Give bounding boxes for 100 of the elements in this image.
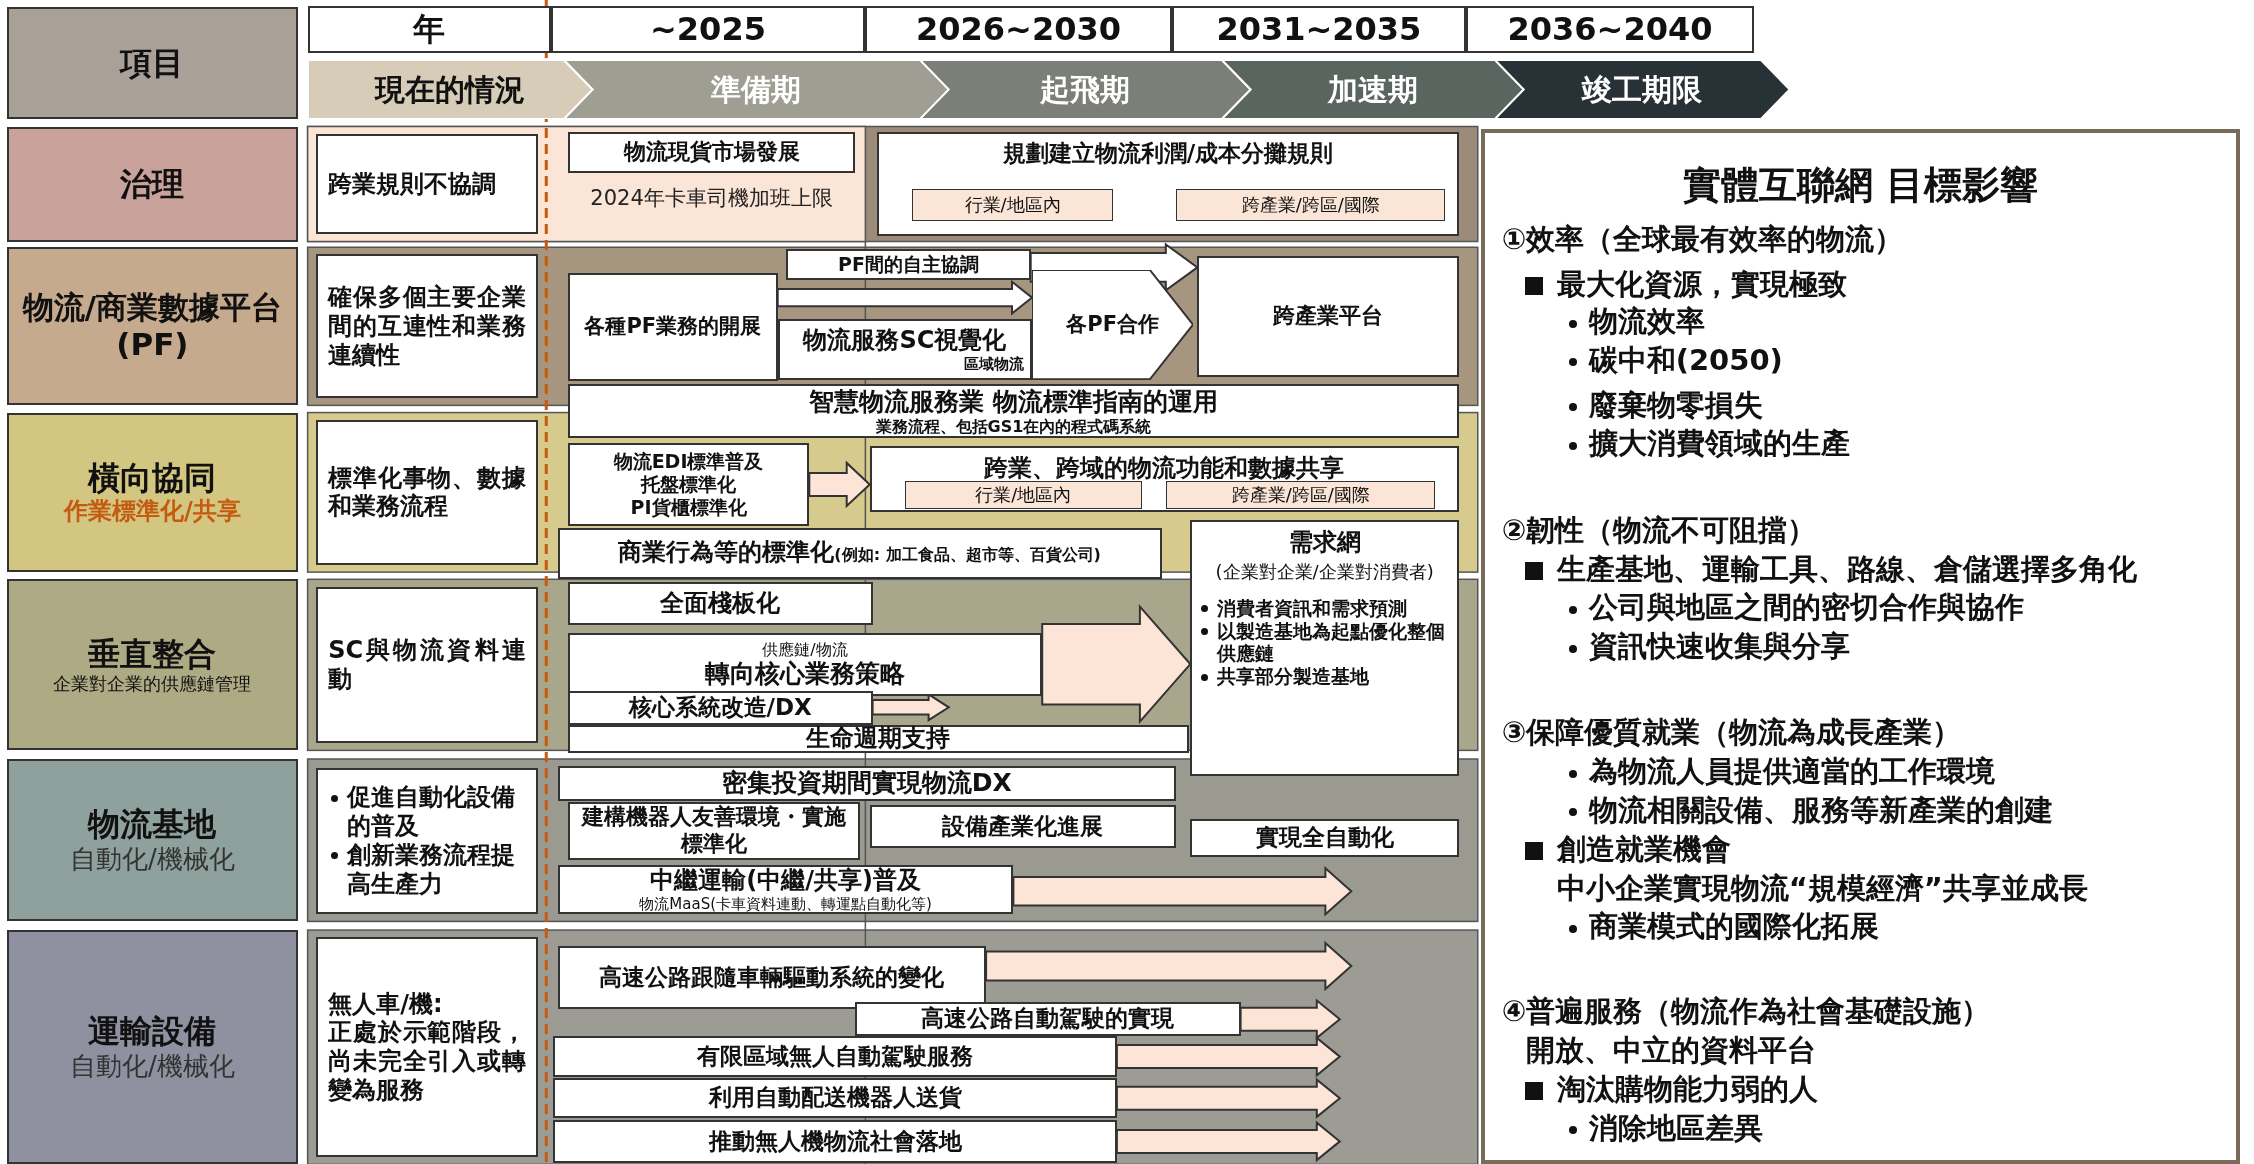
scope-tag: 跨產業/跨區/國際: [1166, 480, 1436, 510]
milestone-box: 實現全自動化: [1190, 819, 1460, 857]
milestone-box: 各種PF業務的開展: [567, 273, 778, 381]
status-box: 跨業規則不協調: [316, 133, 538, 235]
phase-banner: 起飛期: [920, 60, 1251, 120]
milestone-box: 利用自動配送機器人送貨: [553, 1078, 1117, 1119]
row-header: 項目: [7, 7, 298, 120]
bullet-item: 消除地區差異: [1588, 1110, 1763, 1146]
milestone-box: 生命週期支持: [567, 724, 1189, 754]
milestone-box: 全面棧板化: [567, 582, 873, 626]
box-text: 正處於示範階段，尚未完全引入或轉變為服務: [328, 1018, 526, 1105]
milestone-box: 跨產業平台: [1197, 255, 1460, 377]
bullet-item: 創新業務流程提高生產力: [347, 840, 517, 899]
block-arrow: [1115, 1077, 1342, 1119]
milestone-box: [1190, 520, 1460, 777]
block-arrow: [985, 940, 1353, 992]
list-item: 生產基地、運輸工具、路線、倉儲選擇多角化: [1556, 551, 2137, 587]
milestone-box: 密集投資期間實現物流DX: [557, 766, 1176, 801]
year-cell: 年: [307, 5, 551, 54]
box-note: (企業對企業/企業對消費者): [1215, 561, 1434, 583]
box-note: 物流MaaS(卡車資料連動、轉運點自動化等): [639, 895, 932, 914]
goal-heading: ④普遍服務（物流作為社會基礎設施）: [1501, 994, 1991, 1030]
milestone-box: [567, 632, 1043, 696]
milestone-box: 建構機器人友善環境・實施標準化: [567, 802, 860, 860]
milestone-box: 有限區域無人自動駕駛服務: [553, 1036, 1117, 1077]
row-title: 運輸設備: [88, 1012, 217, 1051]
bullet-item: 物流相關設備、服務等新產業的創建: [1588, 793, 2053, 828]
phase-banner: 現在的情況: [307, 60, 593, 120]
milestone-box: [567, 442, 810, 527]
box-text: 無人車/機:: [328, 989, 444, 1019]
bullet-item: 以製造基地為起點優化整個供應鏈: [1217, 619, 1447, 666]
block-arrow: [808, 460, 872, 509]
status-box: 確保多個主要企業間的互連性和業務連續性: [316, 254, 538, 399]
year-cell: 2026~2030: [865, 5, 1172, 54]
scope-tag: 行業/地區內: [904, 480, 1142, 510]
milestone-box: 推動無人機物流社會落地: [553, 1119, 1117, 1163]
milestone-box: 核心系統改造/DX: [567, 691, 873, 725]
milestone-box: 規劃建立物流利潤/成本分攤規則 行業/地區內 跨產業/跨區/國際: [876, 132, 1460, 236]
note-text: 2024年卡車司機加班上限: [589, 185, 834, 212]
text-line: 開放、中立的資料平台: [1525, 1033, 1816, 1068]
bullet-item: 碳中和(2050): [1588, 343, 1783, 378]
row-header: [7, 579, 298, 751]
status-box: SC與物流資料連動: [316, 586, 538, 744]
row-subtitle: 自動化/機械化: [70, 1050, 235, 1082]
year-cell: ~2025: [550, 5, 866, 54]
row-subtitle: 企業對企業的供應鏈管理: [53, 673, 252, 695]
scope-tag: 行業/地區內: [911, 188, 1114, 221]
year-cell: 2036~2040: [1466, 5, 1754, 54]
row-header: [7, 759, 298, 922]
milestone-box: PF間的自主協調: [786, 248, 1031, 281]
milestone-box: 高速公路自動駕駛的實現: [855, 1001, 1241, 1037]
box-title: 中繼運輸(中繼/共享)普及: [650, 866, 921, 896]
row-subtitle: 作業標準化/共享: [64, 497, 241, 526]
row-header: [7, 412, 298, 573]
year-cell: 2031~2035: [1171, 5, 1467, 54]
box-text: PI貨櫃標準化: [630, 495, 747, 519]
list-item: 最大化資源，實現極致: [1556, 266, 1847, 302]
goal-heading: ②韌性（物流不可阻擋）: [1501, 512, 1817, 548]
phase-banner: 竣工期限: [1495, 60, 1790, 120]
block-arrow: [1115, 1035, 1342, 1078]
box-note: 業務流程、包括GS1在內的程式碼系統: [875, 416, 1152, 436]
box-title: 供應鏈/物流: [762, 639, 848, 659]
milestone-box: 設備產業化進展: [869, 805, 1176, 849]
goal-heading: ③保障優質就業（物流為成長產業）: [1501, 715, 1962, 751]
goal-heading: ①效率（全球最有效率的物流）: [1501, 222, 1904, 258]
status-box: 標準化事物、數據和業務流程: [316, 419, 538, 565]
box-title: 智慧物流服務業 物流標準指南的運用: [809, 386, 1218, 417]
scope-tag: 跨產業/跨區/國際: [1176, 188, 1446, 221]
row-title: 物流基地: [88, 805, 217, 844]
box-note: 轉向核心業務策略: [705, 658, 905, 689]
bullet-item: 廢棄物零損失: [1588, 387, 1763, 423]
milestone-box: 跨業、跨域的物流功能和數據共享 行業/地區內 跨產業/跨區/國際: [869, 445, 1460, 512]
bullet-item: 消費者資訊和需求預測: [1217, 596, 1408, 620]
bullet-item: 為物流人員提供適當的工作環境: [1588, 754, 1995, 789]
goals-panel: [1480, 129, 2240, 1164]
milestone-box: [557, 865, 1014, 915]
row-title: 垂直整合: [88, 634, 217, 674]
bullet-item: 資訊快速收集與分享: [1588, 629, 1850, 664]
milestone-box: [567, 383, 1460, 439]
milestone-box: [777, 319, 1033, 380]
box-note: (例如: 加工食品、超市等、百貨公司): [834, 544, 1101, 564]
bullet-item: 公司與地區之間的密切合作與協作: [1588, 590, 2024, 626]
box-title: 商業行為等的標準化: [618, 537, 835, 567]
list-item: 創造就業機會: [1556, 831, 1731, 867]
block-arrow: [1012, 866, 1353, 917]
row-title: 橫向協同: [88, 458, 217, 498]
box-title: 物流服務SC視覺化: [801, 325, 1008, 355]
bullet-item: 商業模式的國際化拓展: [1588, 909, 1879, 945]
milestone-box: 物流現貨市場發展: [567, 132, 856, 173]
row-header: 治理: [7, 126, 298, 242]
box-note: 區域物流: [963, 354, 1025, 373]
bullet-item: 共享部分製造基地: [1217, 665, 1370, 688]
bullet-item: 擴大消費領域的生產: [1588, 426, 1850, 462]
milestone-box: [557, 527, 1162, 580]
status-box: [316, 937, 538, 1158]
status-box: [316, 767, 538, 915]
box-text: 托盤標準化: [641, 473, 737, 496]
row-header: 物流/商業數據平台 (PF): [7, 247, 298, 406]
text-line: 中小企業實現物流“規模經濟”共享並成長: [1556, 870, 2088, 906]
row-subtitle: 自動化/機械化: [70, 843, 235, 875]
